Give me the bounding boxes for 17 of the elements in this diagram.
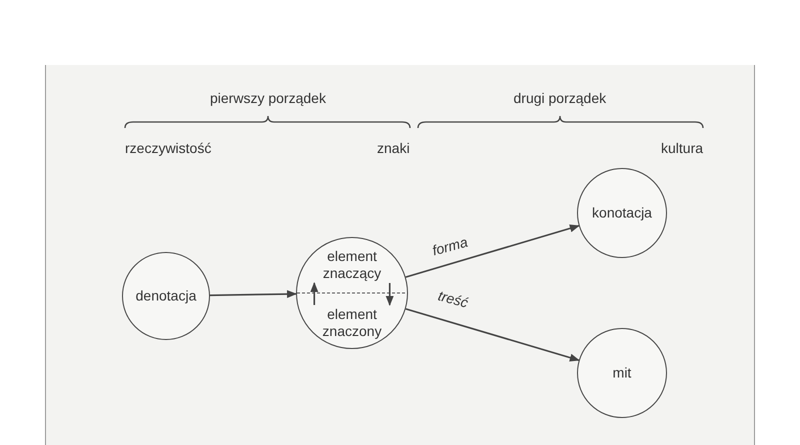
column-label: znaki — [377, 140, 410, 156]
arrow — [386, 283, 394, 306]
arrow — [405, 224, 580, 278]
edge-label: forma — [430, 234, 470, 258]
signified-text: element znaczony — [311, 306, 393, 340]
group-heading: pierwszy porządek — [210, 90, 326, 106]
group-heading: drugi porządek — [514, 90, 606, 106]
arrow — [210, 290, 297, 298]
arrow — [405, 308, 580, 362]
arrow — [310, 282, 318, 305]
column-label: kultura — [661, 140, 704, 156]
node-text: denotacja — [134, 288, 198, 304]
column-label: rzeczywistość — [125, 140, 212, 156]
edge-label: treść — [436, 287, 470, 311]
signifier-text: element znaczący — [311, 248, 393, 282]
node-text: konotacja — [591, 204, 653, 222]
node-text: mit — [612, 364, 632, 382]
